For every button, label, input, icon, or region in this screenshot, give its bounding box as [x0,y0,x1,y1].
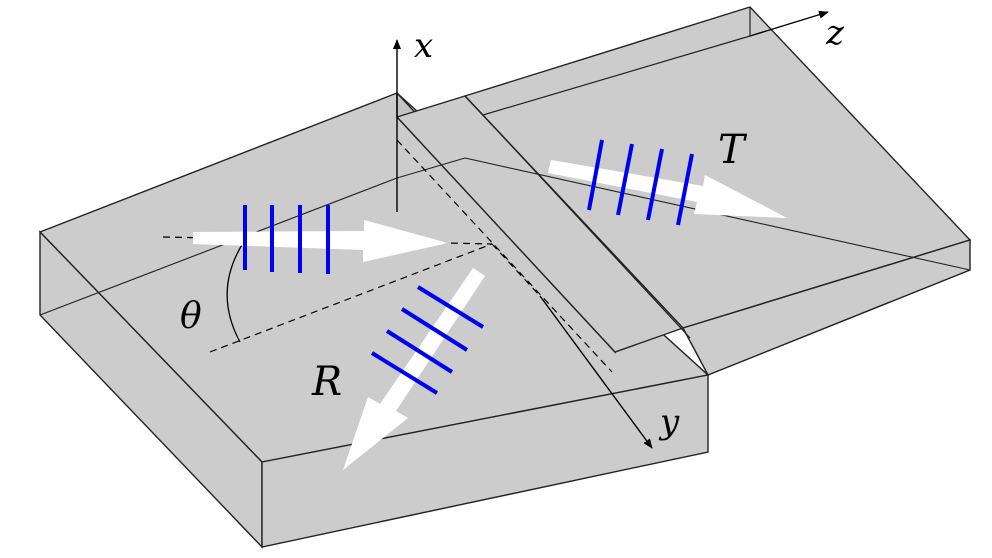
theta-label: θ [180,296,202,337]
right-slab [463,6,972,376]
x-axis-label: x [414,26,433,66]
incident-arrow [193,220,448,262]
transmitted-label: T [718,127,748,173]
reflected-label: R [311,359,342,405]
y-axis-arrow [539,295,653,449]
right-slab-side-face [681,239,971,376]
y-axis-label: y [658,402,680,442]
reflected-wavefronts [370,285,485,395]
reflected-arrow [343,268,485,470]
left-slab [38,92,710,549]
wavefronts [243,139,694,395]
theta-arc [226,239,246,343]
interface-trace [396,139,613,373]
propagation-arrows [193,160,787,470]
transmitted-wavefronts [587,139,694,226]
incident-wavefronts [243,205,330,274]
left-slab-right-face [261,374,709,548]
axes [393,10,829,449]
z-axis-arrow [749,10,829,37]
transmitted-arrow [548,160,787,218]
normal-line [209,243,493,353]
z-axis-label: z [825,13,845,53]
